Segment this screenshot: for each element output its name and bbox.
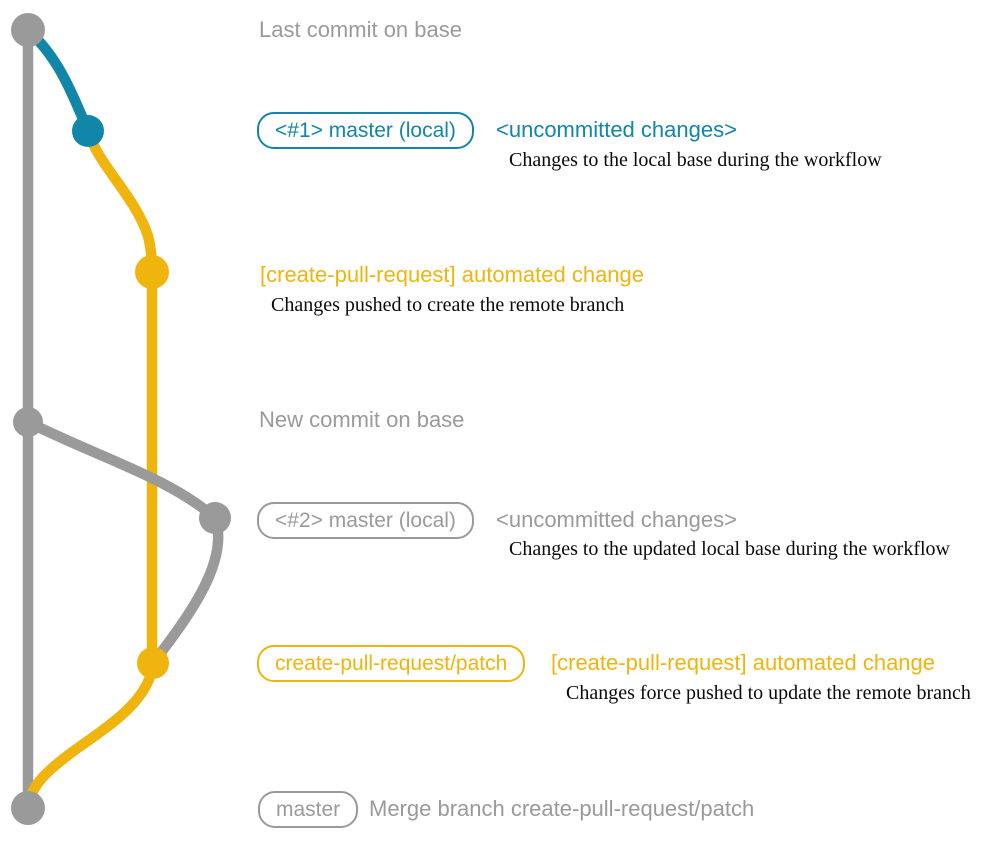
automated-change-1-title: [create-pull-request] automated change [260, 262, 645, 287]
merge-branch-title: Merge branch create-pull-request/patch [369, 796, 755, 821]
commit-dot-merge [11, 791, 45, 825]
badge-master-local-1: <#1> master (local) [257, 112, 474, 149]
commit-graph [11, 13, 231, 825]
local2-to-remote-curve [147, 512, 224, 669]
last-commit-label: Last commit on base [259, 17, 462, 42]
remote-merge-curve [22, 657, 159, 812]
remote-branch-out-curve [82, 125, 158, 278]
local-branch-curve [22, 24, 94, 137]
badge-master-local-2: <#2> master (local) [257, 502, 474, 539]
commit-dot-master-local-2 [199, 502, 231, 534]
commit-dot-last-base [11, 13, 45, 47]
base-to-local2-curve [22, 416, 221, 524]
uncommitted-changes-1-description: Changes to the local base during the wor… [509, 149, 882, 171]
commit-dot-remote-create [135, 255, 169, 289]
uncommitted-changes-2-description: Changes to the updated local base during… [509, 538, 950, 560]
commit-dot-new-base [13, 407, 43, 437]
commit-dot-remote-update [137, 647, 169, 679]
uncommitted-changes-1-title: <uncommitted changes> [496, 117, 737, 142]
uncommitted-changes-2-title: <uncommitted changes> [496, 507, 737, 532]
automated-change-1-description: Changes pushed to create the remote bran… [271, 294, 625, 316]
badge-master: master [258, 791, 359, 828]
new-commit-label: New commit on base [259, 407, 465, 432]
commit-dot-master-local-1 [72, 115, 104, 147]
automated-change-2-description: Changes force pushed to update the remot… [566, 682, 971, 704]
badge-create-pull-request-patch: create-pull-request/patch [257, 645, 526, 682]
automated-change-2-title: [create-pull-request] automated change [551, 650, 936, 675]
